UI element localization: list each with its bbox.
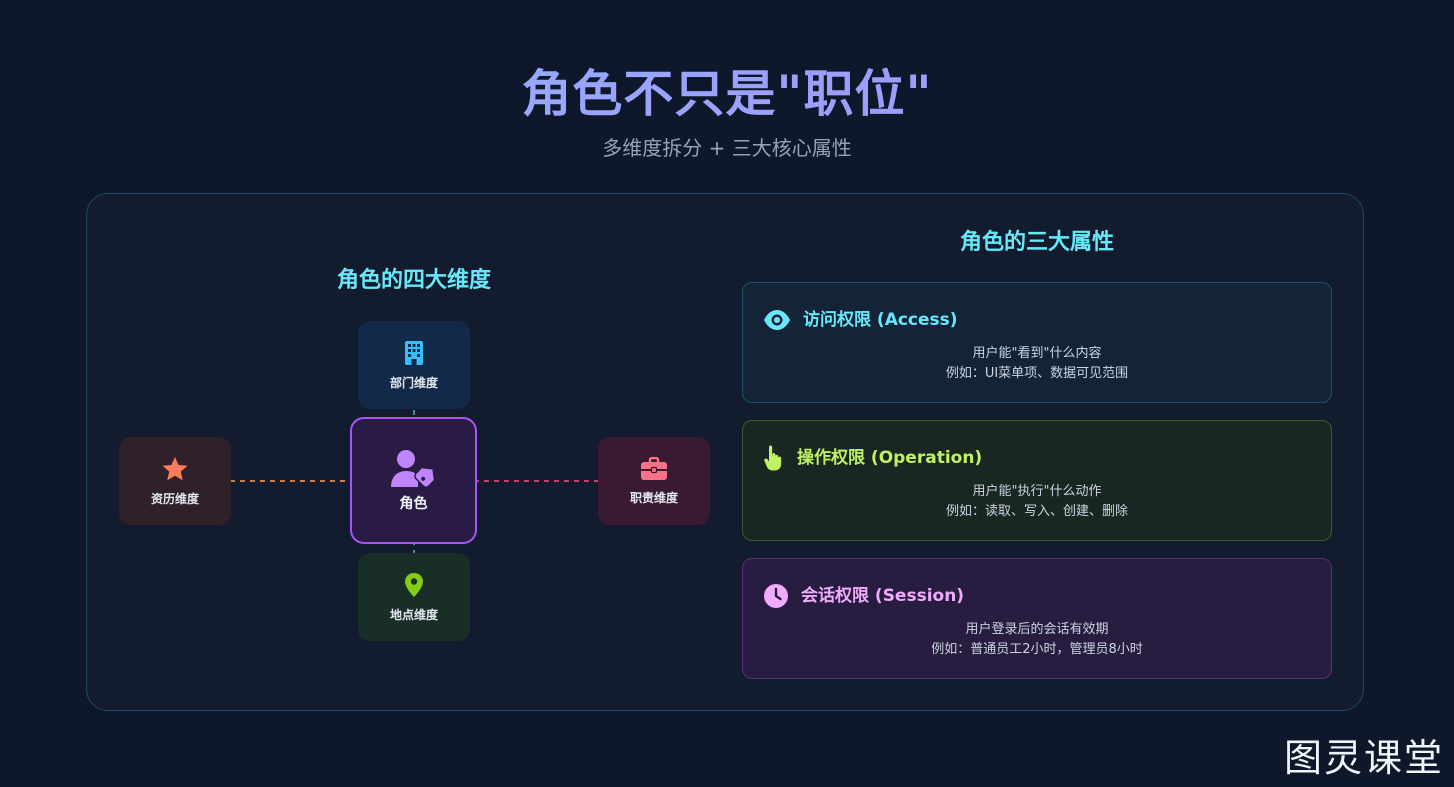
- attribute-card-operation: 操作权限 (Operation) 用户能"执行"什么动作 例如：读取、写入、创建…: [742, 420, 1332, 541]
- attribute-session-description: 用户登录后的会话有效期: [965, 622, 1109, 637]
- role-node: 角色: [350, 417, 477, 544]
- attribute-card-access: 访问权限 (Access) 用户能"看到"什么内容 例如：UI菜单项、数据可见范…: [742, 282, 1332, 403]
- page-title: 角色不只是"职位": [0, 62, 1454, 126]
- dimensions-title: 角色的四大维度: [336, 268, 491, 293]
- attribute-access-header: 访问权限 (Access): [763, 305, 958, 335]
- dimension-department: 部门维度: [358, 321, 470, 409]
- attribute-access-name: 访问权限 (Access): [803, 310, 958, 330]
- dimension-location: 地点维度: [358, 553, 470, 641]
- dimension-seniority: 资历维度: [119, 437, 231, 525]
- map-pin-icon: [405, 572, 423, 597]
- dimension-responsibility-label: 职责维度: [629, 490, 678, 505]
- building-icon: [405, 340, 423, 365]
- dimension-seniority-label: 资历维度: [150, 491, 199, 506]
- clock-icon: [764, 584, 788, 608]
- attribute-operation-desc: 用户能"执行"什么动作 例如：读取、写入、创建、删除: [743, 482, 1331, 522]
- role-label: 角色: [399, 495, 428, 512]
- user-tag-icon: [390, 449, 435, 488]
- hand-pointer-icon: [764, 445, 782, 471]
- attribute-card-session: 会话权限 (Session) 用户登录后的会话有效期 例如：普通员工2小时，管理…: [742, 558, 1332, 679]
- page-subtitle: 多维度拆分 + 三大核心属性: [602, 136, 852, 160]
- attribute-session-example: 例如：普通员工2小时，管理员8小时: [931, 642, 1143, 657]
- attribute-access-example: 例如：UI菜单项、数据可见范围: [945, 366, 1129, 381]
- eye-icon: [764, 310, 790, 330]
- attribute-session-desc: 用户登录后的会话有效期 例如：普通员工2小时，管理员8小时: [743, 620, 1331, 660]
- attribute-session-header: 会话权限 (Session): [763, 581, 964, 611]
- attribute-operation-example: 例如：读取、写入、创建、删除: [945, 504, 1128, 519]
- dimension-department-label: 部门维度: [389, 375, 438, 390]
- attribute-operation-description: 用户能"执行"什么动作: [972, 484, 1102, 499]
- dimension-responsibility: 职责维度: [598, 437, 710, 525]
- watermark-logo: 图灵课堂: [1283, 736, 1444, 780]
- dimension-location-label: 地点维度: [389, 607, 438, 622]
- star-icon: [162, 456, 188, 480]
- briefcase-icon: [641, 456, 667, 480]
- attribute-operation-header: 操作权限 (Operation): [763, 443, 982, 473]
- attribute-session-name: 会话权限 (Session): [801, 586, 965, 606]
- attribute-access-description: 用户能"看到"什么内容: [972, 346, 1102, 361]
- attribute-operation-name: 操作权限 (Operation): [797, 448, 983, 468]
- attribute-access-desc: 用户能"看到"什么内容 例如：UI菜单项、数据可见范围: [743, 344, 1331, 384]
- attributes-title: 角色的三大属性: [959, 230, 1114, 255]
